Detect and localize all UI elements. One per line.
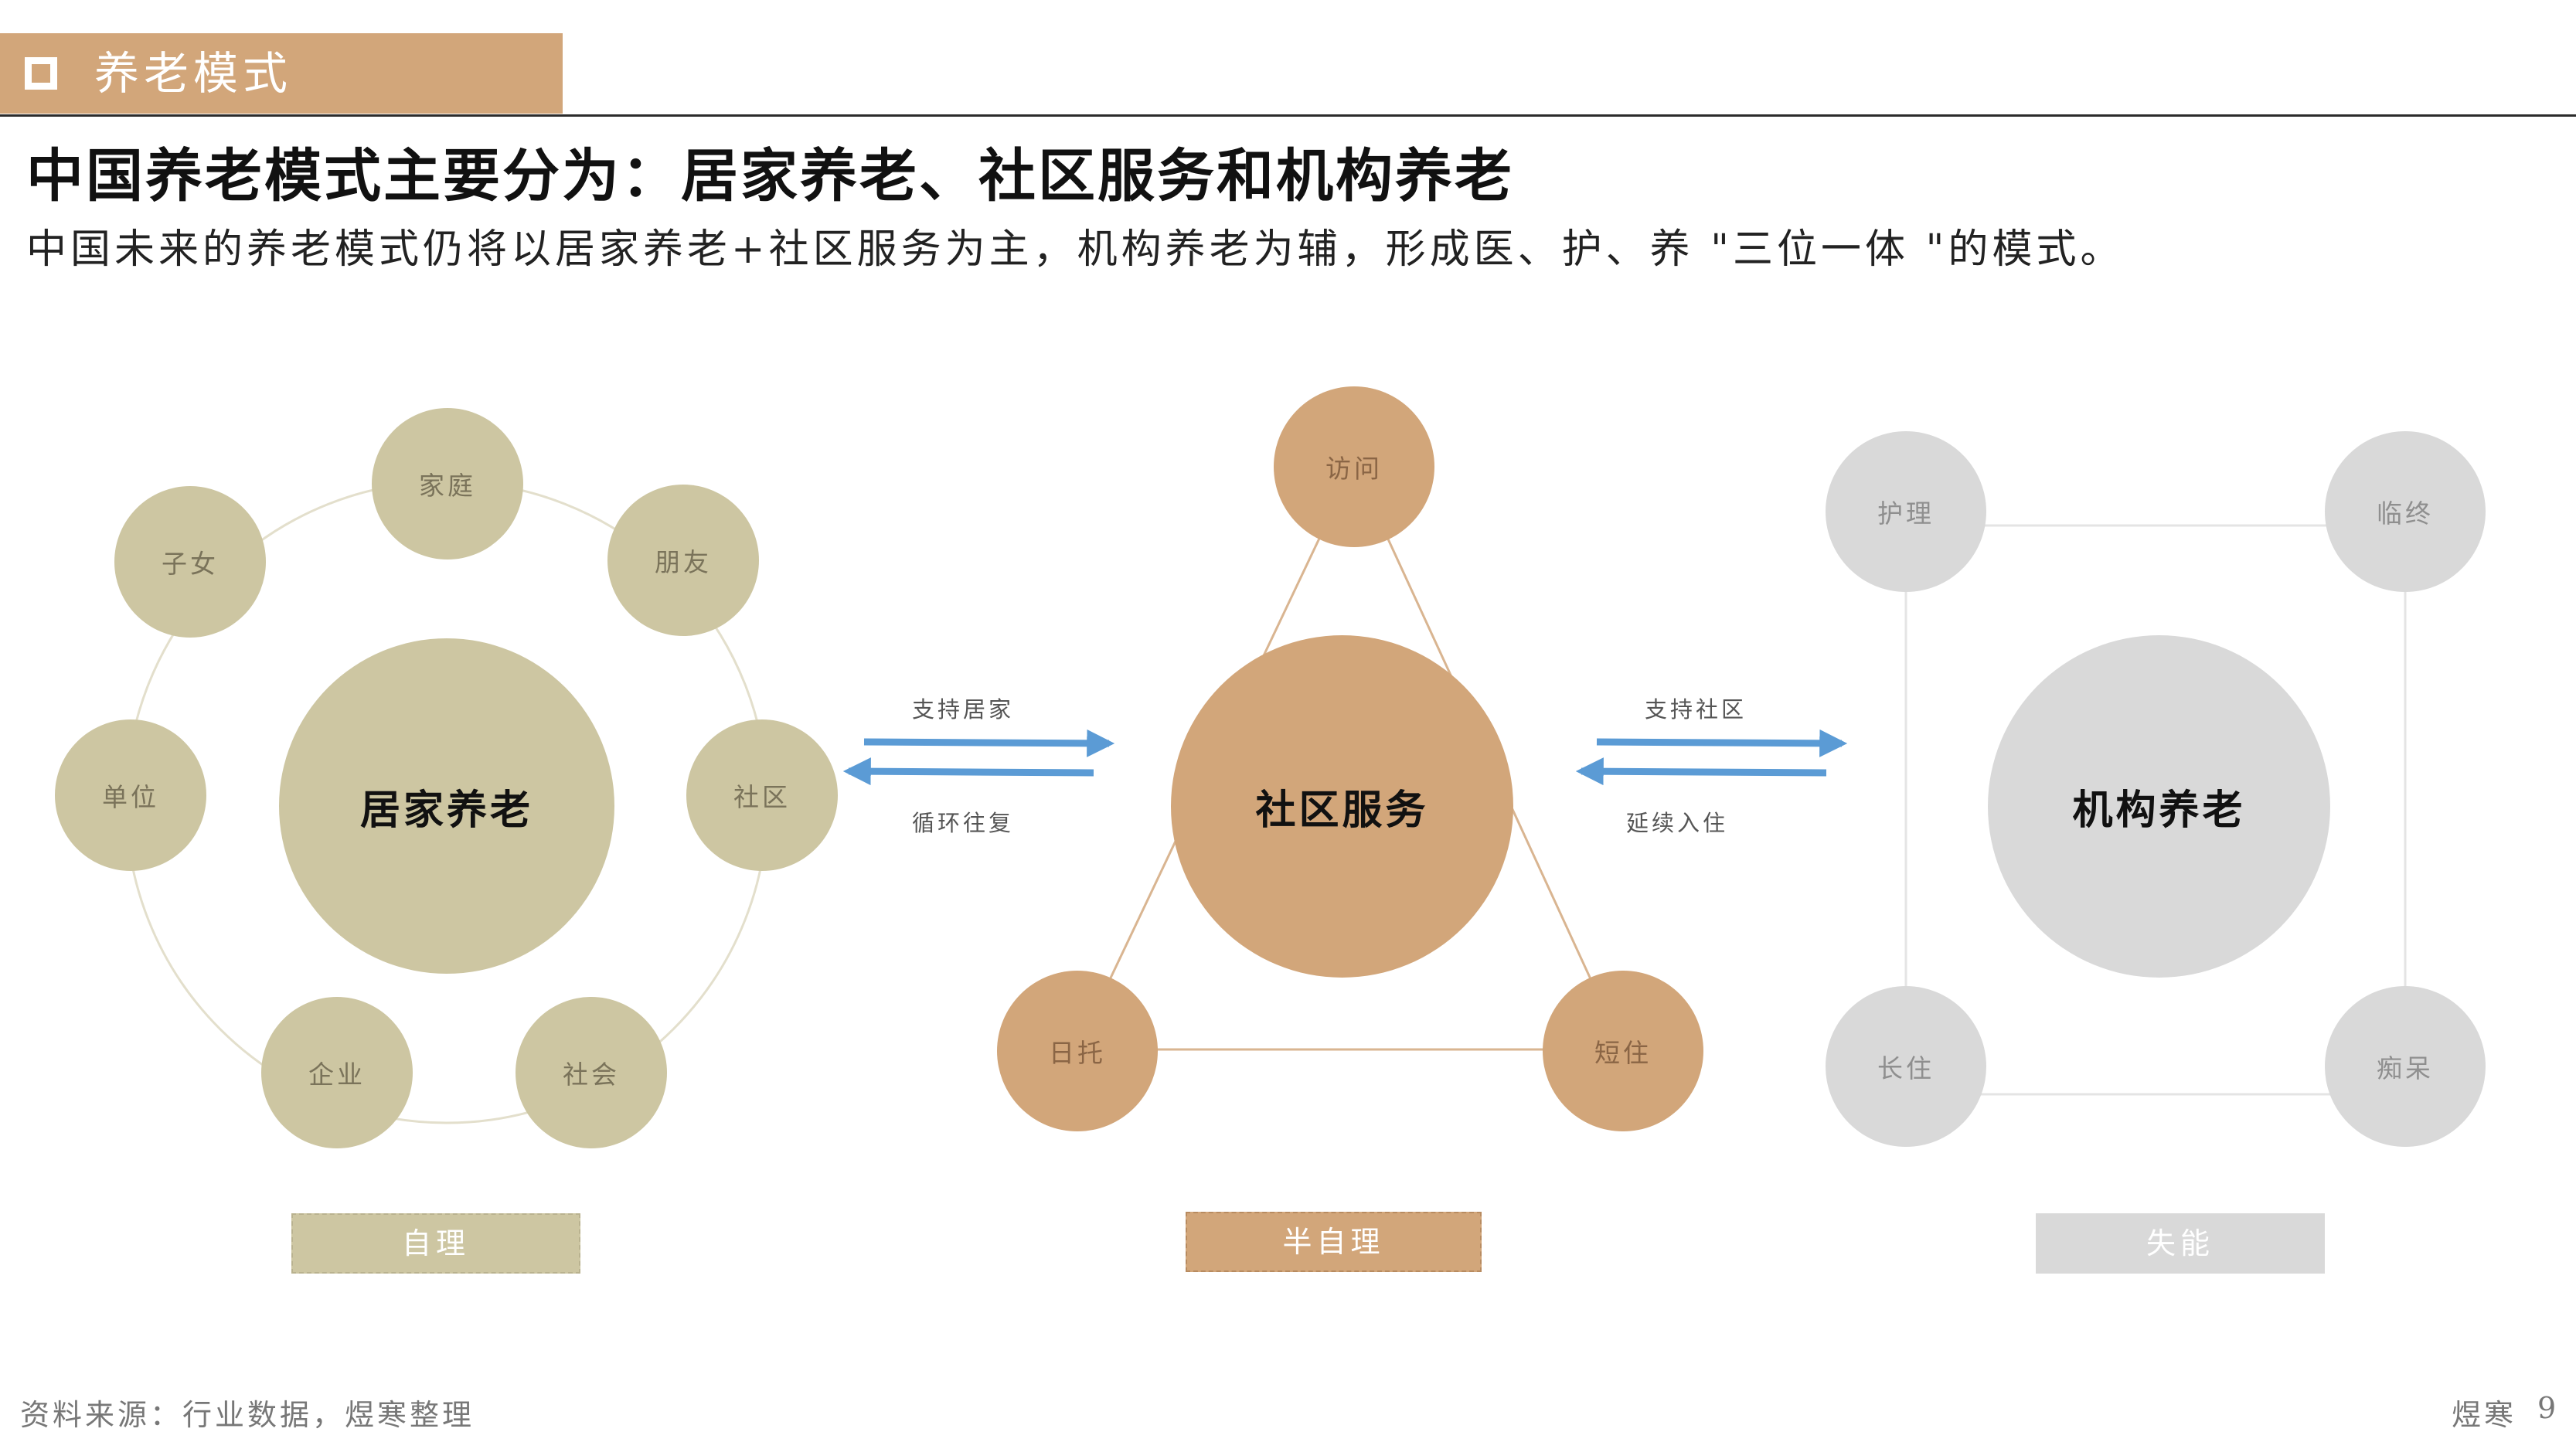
section-title: 养老模式 (94, 47, 293, 100)
arrow-support-community (1596, 729, 1848, 757)
institution-satellite-nursing: 护理 (1826, 431, 1986, 592)
home-satellite-society: 社会 (516, 997, 667, 1148)
level-tag-self-care: 自理 (291, 1213, 580, 1274)
arrow-cycle-back (842, 757, 1094, 786)
level-tag-semi-self-care: 半自理 (1186, 1212, 1482, 1272)
institution-satellite-long-stay: 长住 (1826, 986, 1986, 1147)
institution-satellite-dementia: 痴呆 (2325, 986, 2486, 1147)
community-service-center: 社区服务 (1171, 635, 1513, 978)
institution-satellite-hospice: 临终 (2325, 431, 2486, 592)
community-satellite-short-stay: 短住 (1543, 971, 1703, 1131)
home-satellite-enterprise: 企业 (261, 997, 413, 1148)
home-satellite-friends: 朋友 (607, 485, 759, 636)
home-satellite-community: 社区 (686, 719, 838, 871)
page-number: 9 (2537, 1391, 2557, 1425)
arrow-support-home (863, 729, 1115, 757)
page-title: 中国养老模式主要分为：居家养老、社区服务和机构养老 (26, 143, 1514, 209)
header-divider (0, 114, 2576, 117)
label-cycle-back: 循环往复 (912, 810, 1015, 836)
label-continue-stay: 延续入住 (1626, 810, 1729, 836)
community-satellite-visit: 访问 (1274, 386, 1434, 547)
label-support-community: 支持社区 (1645, 696, 1747, 723)
page-subtitle: 中国未来的养老模式仍将以居家养老+社区服务为主，机构养老为辅，形成医、护、养 "… (26, 226, 2125, 273)
level-tag-disabled: 失能 (2036, 1213, 2325, 1274)
institution-square (1904, 524, 2407, 1096)
institutional-care-center: 机构养老 (1988, 635, 2330, 978)
community-satellite-daycare: 日托 (997, 971, 1158, 1131)
square-icon (25, 57, 57, 90)
home-satellite-employer: 单位 (55, 719, 206, 871)
label-support-home: 支持居家 (912, 696, 1015, 723)
arrow-continue-stay (1575, 757, 1827, 786)
section-tag: 养老模式 (0, 33, 563, 114)
footer-brand: 煜寒 (2452, 1398, 2517, 1432)
home-satellite-family: 家庭 (372, 408, 523, 560)
home-satellite-children: 子女 (114, 486, 266, 638)
home-care-center: 居家养老 (279, 638, 614, 974)
footer-source: 资料来源：行业数据，煜寒整理 (20, 1398, 475, 1432)
